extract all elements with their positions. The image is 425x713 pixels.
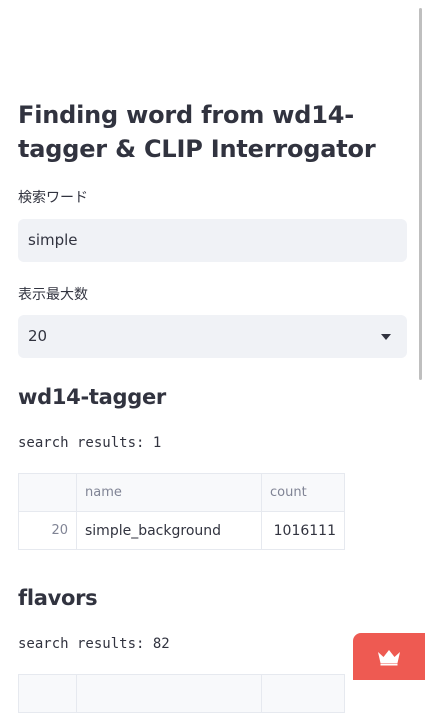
column-header-count[interactable] xyxy=(261,674,345,713)
chevron-down-icon[interactable] xyxy=(381,334,391,340)
flavors-results-count: search results: 82 xyxy=(18,636,170,652)
row-name: simple_background xyxy=(76,511,262,550)
column-header-name[interactable]: name xyxy=(76,473,262,512)
column-header-name[interactable] xyxy=(76,674,262,713)
max-display-value: 20 xyxy=(28,327,48,345)
max-display-select[interactable]: 20 xyxy=(18,315,407,358)
row-index: 20 xyxy=(18,511,77,550)
table-header-row: name count xyxy=(18,473,345,512)
streamlit-badge[interactable] xyxy=(353,633,425,680)
column-header-index[interactable] xyxy=(18,473,77,512)
page-title: Finding word from wd14-tagger & CLIP Int… xyxy=(18,101,376,163)
search-label: 検索ワード xyxy=(18,190,88,206)
search-input[interactable]: simple xyxy=(18,219,407,262)
wd14-results-count: search results: 1 xyxy=(18,435,162,451)
wd14-heading: wd14-tagger xyxy=(18,385,166,409)
column-header-index[interactable] xyxy=(18,674,77,713)
crown-icon xyxy=(378,650,400,666)
column-header-count[interactable]: count xyxy=(261,473,345,512)
max-display-label: 表示最大数 xyxy=(18,287,88,303)
flavors-heading: flavors xyxy=(18,586,98,610)
table-row[interactable]: 20 simple_background 1016111 xyxy=(18,511,345,550)
table-header-row xyxy=(18,674,345,713)
row-count: 1016111 xyxy=(261,511,345,550)
wd14-results-table: name count 20 simple_background 1016111 xyxy=(18,473,345,550)
page-scrollbar[interactable] xyxy=(419,8,422,380)
